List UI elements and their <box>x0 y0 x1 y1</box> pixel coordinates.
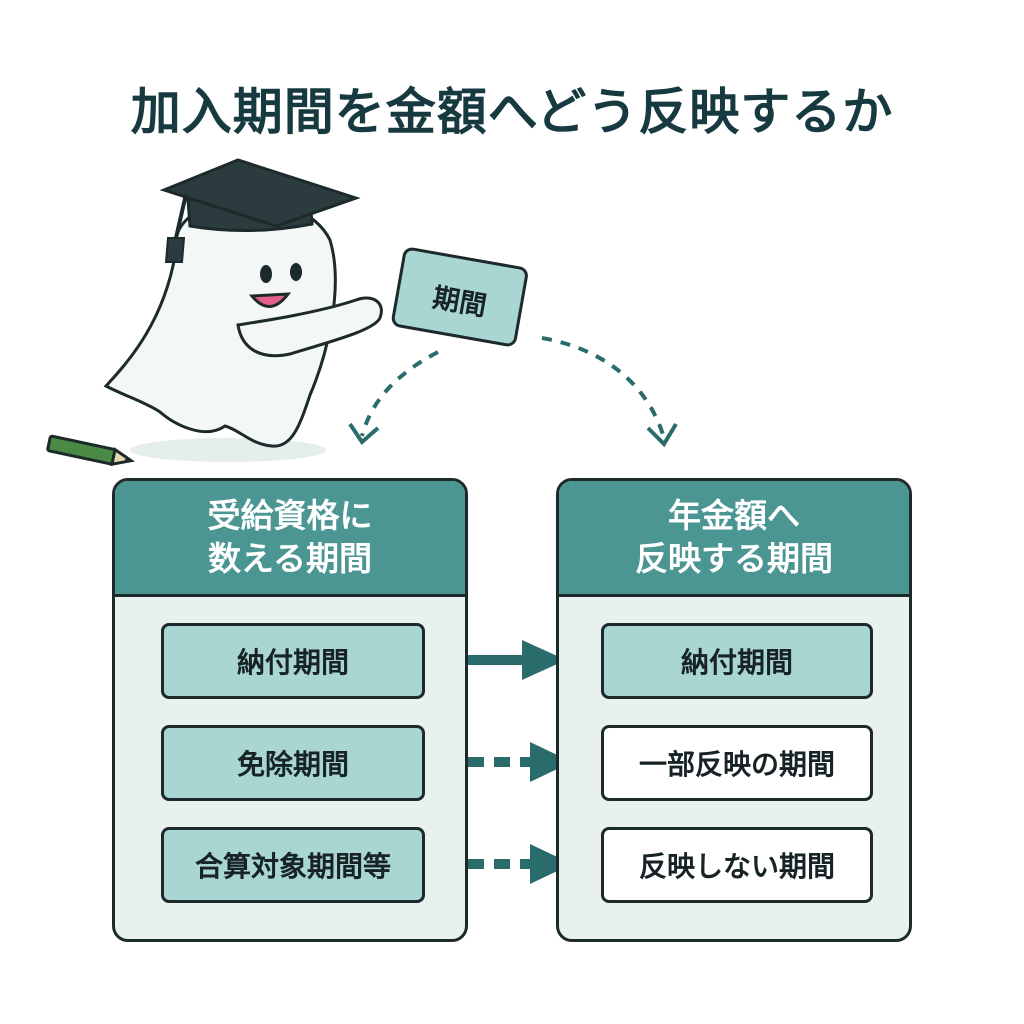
right-panel-header-line2: 反映する期間 <box>635 538 833 578</box>
right-panel: 年金額へ 反映する期間 納付期間 一部反映の期間 反映しない期間 <box>556 478 912 942</box>
left-panel-header-line2: 数える期間 <box>207 538 372 578</box>
curved-arrow-right <box>541 336 666 439</box>
curved-arrow-left <box>360 350 439 437</box>
left-panel-header-line1: 受給資格に <box>207 495 373 535</box>
period-card <box>391 247 528 347</box>
ghost-shadow <box>130 438 326 462</box>
ghost-arm <box>236 296 383 358</box>
right-panel-header: 年金額へ 反映する期間 <box>559 481 909 597</box>
left-item-exemption-period: 免除期間 <box>161 725 425 801</box>
left-item-aggregate-period: 合算対象期間等 <box>161 827 425 903</box>
right-item-not-reflected-period: 反映しない期間 <box>601 827 873 903</box>
page-title: 加入期間を金額へどう反映するか <box>130 83 894 141</box>
pencil-icon <box>46 434 135 467</box>
ghost-eye-right <box>290 263 302 281</box>
ghost-mouth <box>248 292 292 308</box>
left-panel: 受給資格に 数える期間 納付期間 免除期間 合算対象期間等 <box>112 478 468 942</box>
graduation-cap-icon <box>159 158 361 263</box>
right-panel-header-line1: 年金額へ <box>668 495 800 535</box>
left-panel-header: 受給資格に 数える期間 <box>115 481 465 597</box>
right-item-payment-period: 納付期間 <box>601 623 873 699</box>
right-item-partial-period: 一部反映の期間 <box>601 725 873 801</box>
ghost-eye-left <box>260 265 272 283</box>
left-item-payment-period: 納付期間 <box>161 623 425 699</box>
